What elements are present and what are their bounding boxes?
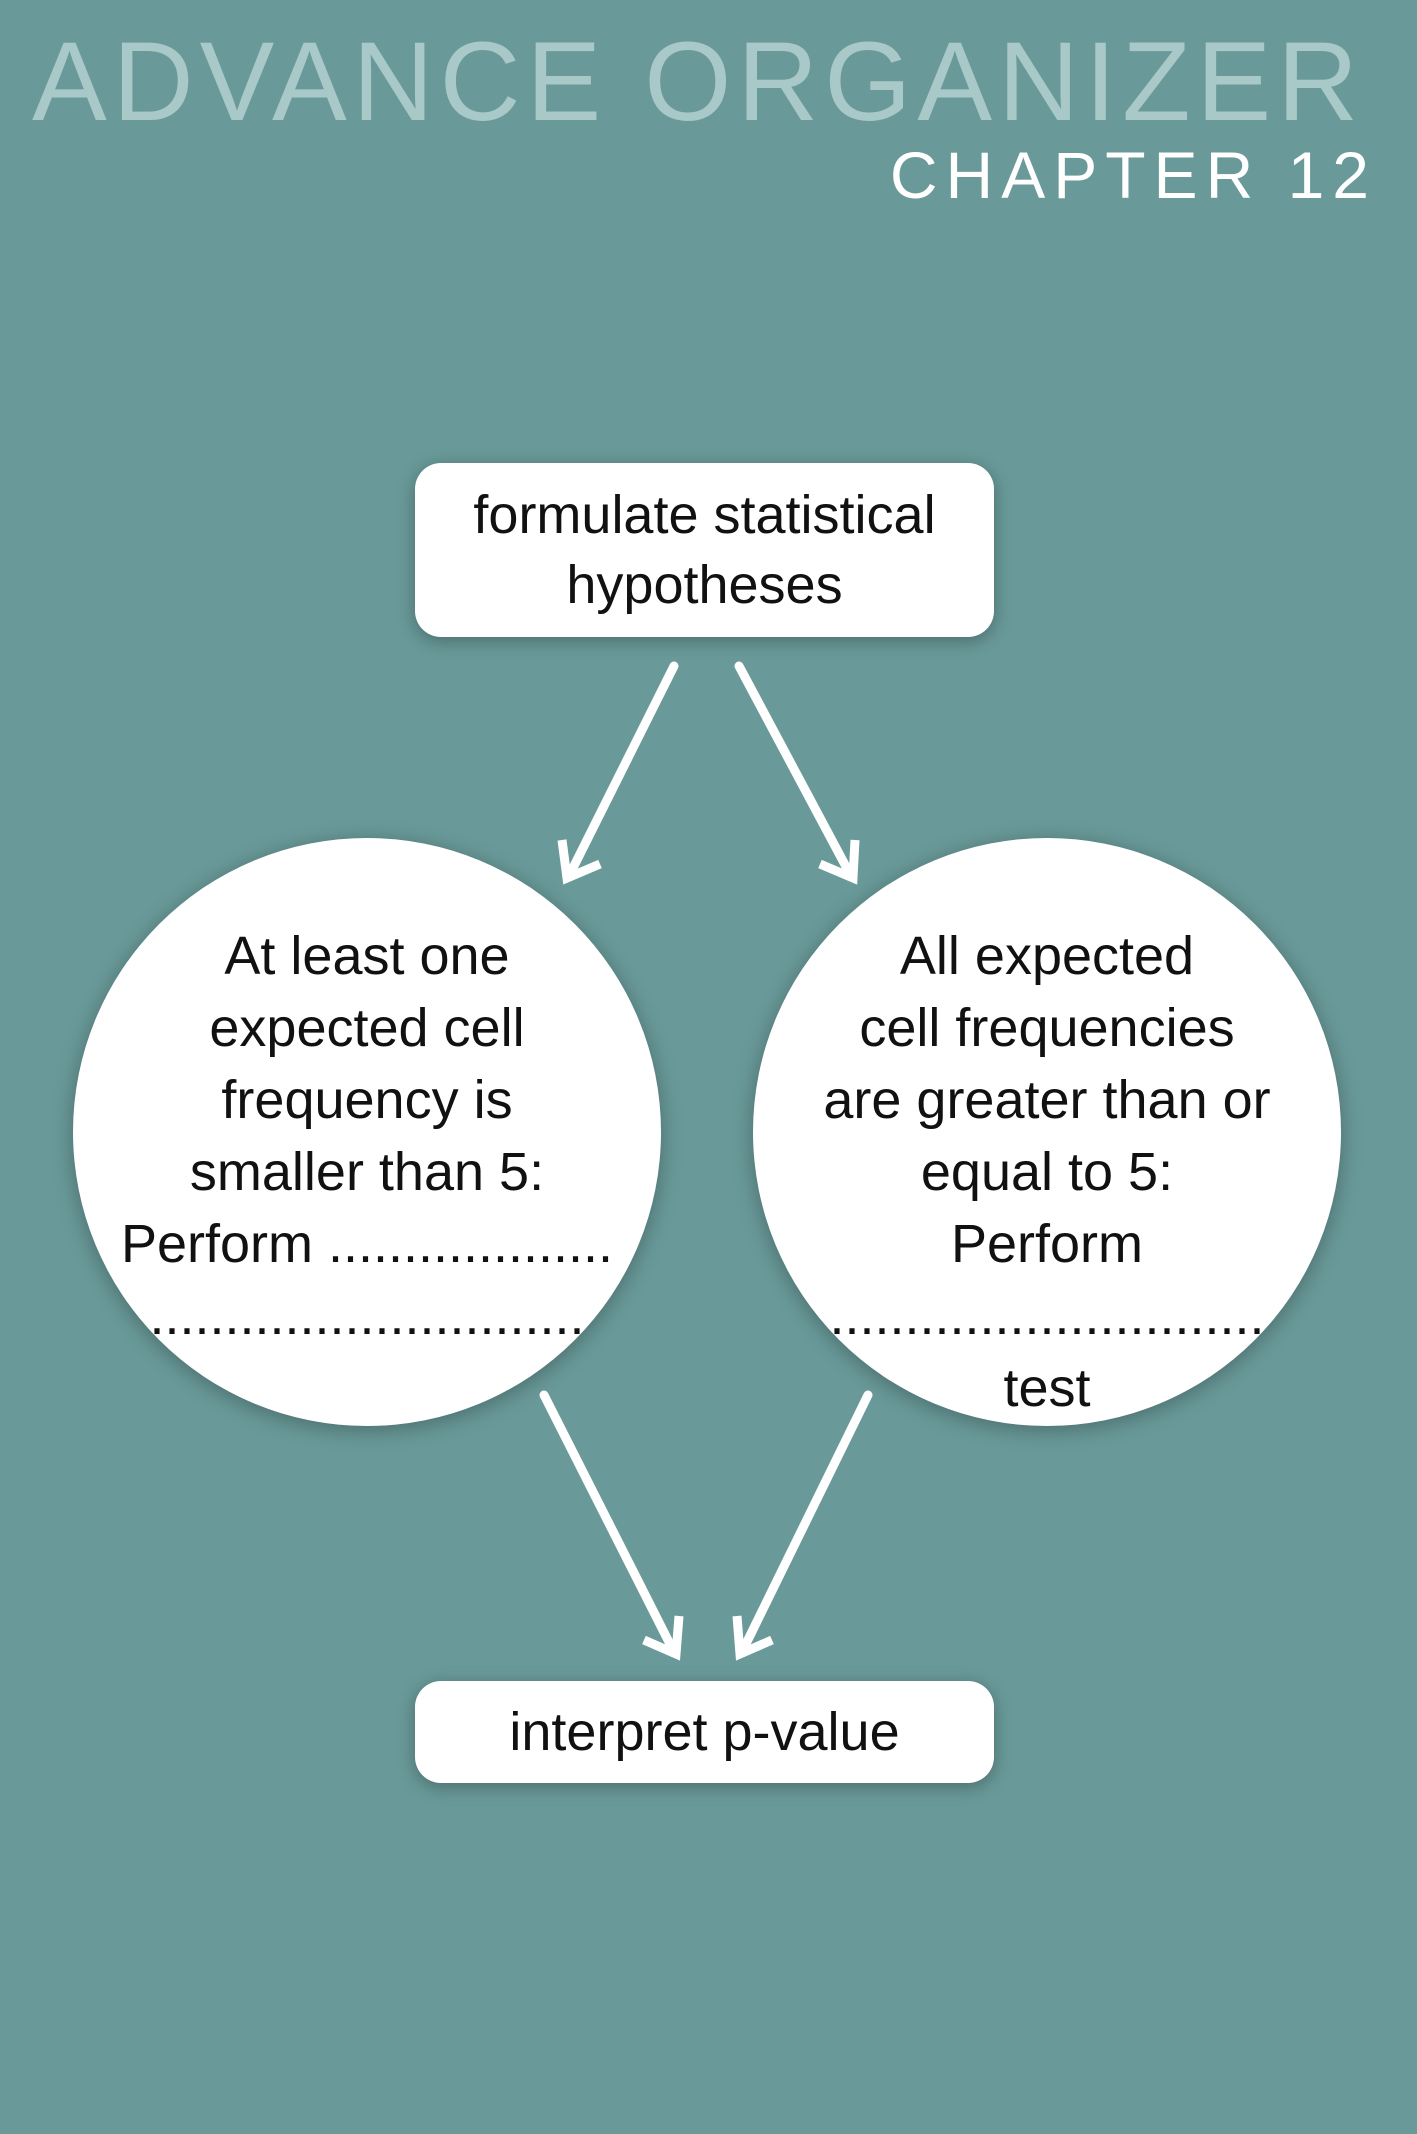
arrow-top-to-left	[564, 661, 679, 881]
node-text-line: At least one	[224, 926, 510, 986]
arrowhead-icon	[732, 1615, 774, 1661]
node-text-line: are greater than or	[823, 1070, 1271, 1130]
blank-line: .............................	[829, 1286, 1265, 1346]
node-formulate-hypotheses: formulate statistical hypotheses	[415, 463, 994, 637]
page-title: ADVANCE ORGANIZER	[32, 19, 1365, 144]
node-text-line: hypotheses	[566, 555, 843, 615]
node-text-line: frequency is	[221, 1070, 513, 1130]
node-text-line: All expected	[899, 926, 1195, 986]
node-text-line: interpret p-value	[509, 1702, 900, 1762]
node-expected-below-5: At least one expected cell frequency is …	[73, 838, 661, 1426]
arrow-left-to-bottom	[539, 1390, 679, 1657]
node-text-line: formulate statistical	[473, 485, 936, 545]
node-interpret-p-value: interpret p-value	[415, 1681, 994, 1783]
node-text-line: expected cell	[209, 998, 525, 1058]
node-text-line: equal to 5:	[920, 1142, 1174, 1202]
node-text-line: Perform ...................	[120, 1214, 614, 1274]
arrow-top-to-right	[734, 661, 856, 881]
arrowhead-icon	[642, 1615, 684, 1661]
node-text-line: cell frequencies	[859, 998, 1235, 1058]
chapter-label: CHAPTER 12	[889, 138, 1377, 212]
node-text-line: smaller than 5:	[189, 1142, 545, 1202]
blank-line: .............................	[149, 1286, 585, 1346]
node-text-line: test	[1003, 1358, 1091, 1418]
arrowhead-icon	[818, 839, 860, 885]
arrowhead-icon	[557, 839, 602, 885]
node-text-line: Perform	[950, 1214, 1144, 1274]
node-expected-at-least-5: All expected cell frequencies are greate…	[753, 838, 1341, 1426]
arrow-right-to-bottom	[737, 1390, 873, 1657]
